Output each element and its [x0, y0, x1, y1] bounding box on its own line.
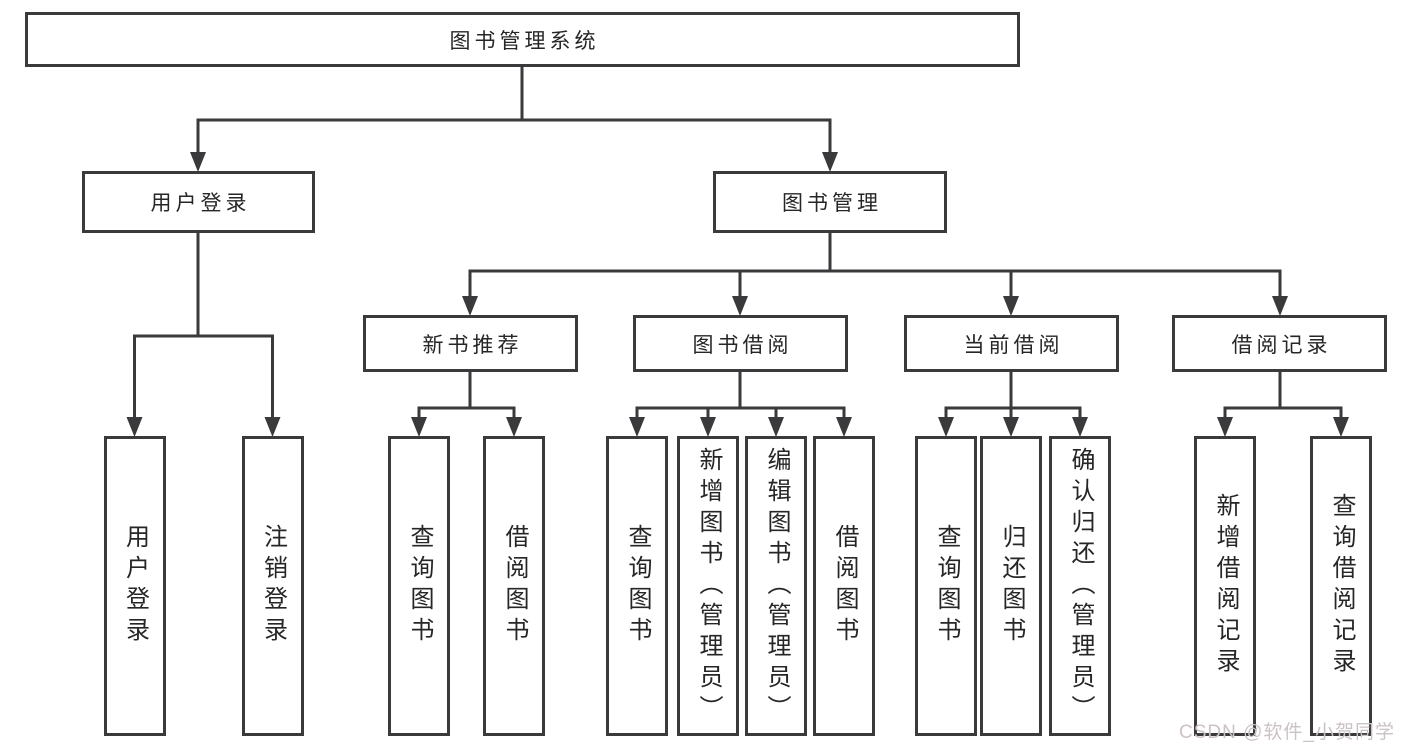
node-user-login: 用户登录	[82, 171, 315, 233]
node-book-management: 图书管理	[713, 171, 947, 233]
leaf-logout: 注销登录	[241, 436, 304, 736]
leaf-query-books-current: 查询图书	[915, 436, 977, 736]
leaf-query-books-borrowing: 查询图书	[606, 436, 668, 736]
leaf-return-book: 归还图书	[980, 436, 1042, 736]
leaf-borrow-books-recommend: 借阅图书	[483, 436, 545, 736]
leaf-borrow-books-borrowing: 借阅图书	[813, 436, 875, 736]
leaf-add-borrow-record: 新增借阅记录	[1194, 436, 1256, 736]
leaf-add-book-admin: 新增图书（管理员）	[677, 436, 739, 736]
node-root: 图书管理系统	[25, 12, 1020, 67]
node-new-book-recommendation: 新书推荐	[363, 315, 578, 372]
node-book-borrowing: 图书借阅	[633, 315, 848, 372]
watermark-text: CSDN @软件_小贺同学	[1179, 722, 1395, 743]
leaf-confirm-return-admin: 确认归还（管理员）	[1049, 436, 1111, 736]
node-current-borrowing: 当前借阅	[904, 315, 1119, 372]
leaf-user-login: 用户登录	[103, 436, 166, 736]
leaf-edit-book-admin: 编辑图书（管理员）	[745, 436, 807, 736]
node-borrowing-records: 借阅记录	[1172, 315, 1387, 372]
leaf-query-books-recommend: 查询图书	[388, 436, 450, 736]
leaf-query-borrow-record: 查询借阅记录	[1310, 436, 1372, 736]
